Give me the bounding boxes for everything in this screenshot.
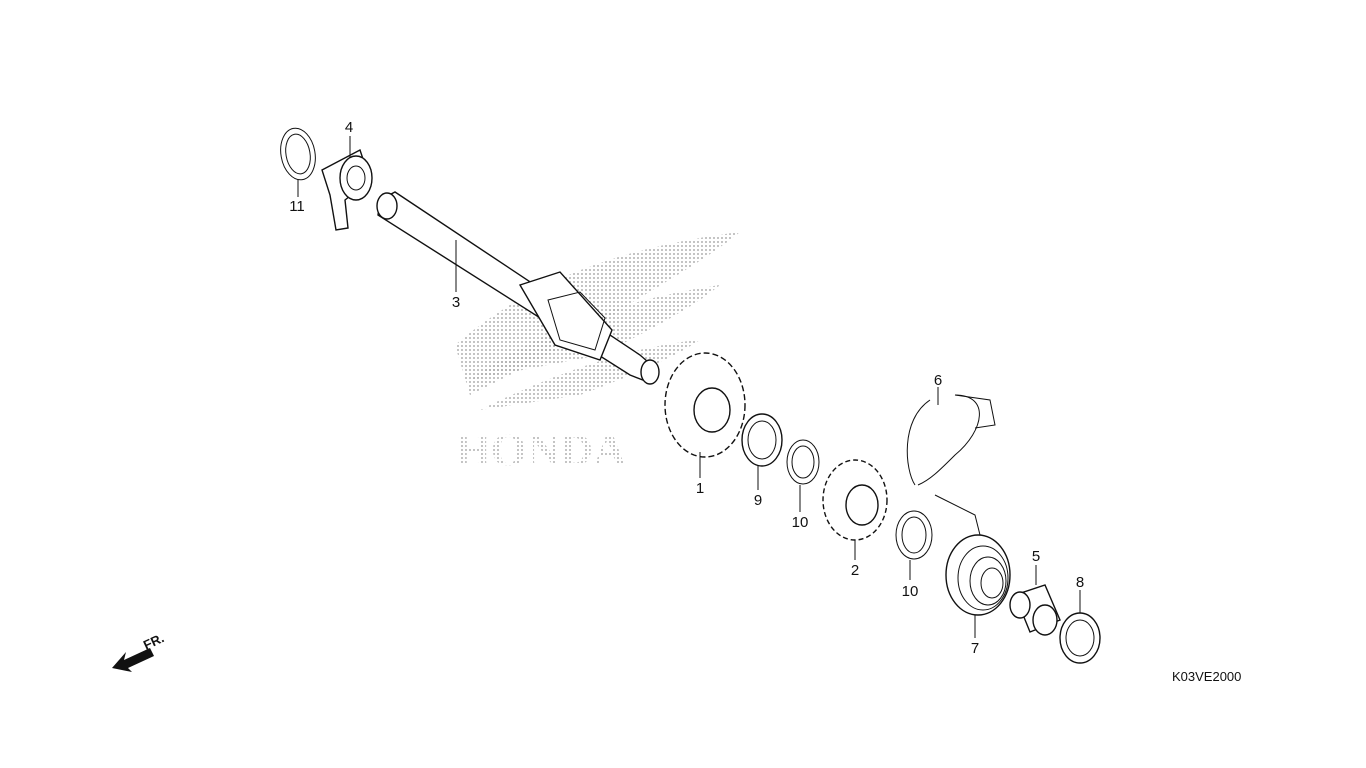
callout-10a: 10 — [792, 514, 809, 531]
callout-7: 7 — [971, 640, 979, 657]
washer-8 — [1059, 612, 1101, 664]
diagram-code: K03VE2000 — [1172, 669, 1241, 684]
callout-numbers: 1 2 3 4 5 6 7 8 9 10 10 11 — [289, 119, 1084, 657]
callout-4: 4 — [345, 119, 353, 136]
callout-8: 8 — [1076, 574, 1084, 591]
washer-9 — [741, 413, 783, 467]
callout-11: 11 — [289, 198, 305, 215]
callout-2: 2 — [851, 562, 859, 579]
front-label: FR. — [141, 630, 166, 652]
honda-watermark-text: HONDA — [455, 424, 626, 475]
callout-6: 6 — [934, 372, 942, 389]
front-arrow-icon — [112, 648, 154, 672]
circlip-11 — [280, 127, 316, 181]
collar-5 — [1009, 584, 1061, 636]
starter-gear-1 — [664, 352, 746, 458]
circlip-10a — [786, 439, 820, 485]
front-direction-indicator: FR. — [112, 630, 166, 672]
leader-lines — [297, 136, 1081, 638]
callout-5: 5 — [1032, 548, 1040, 565]
callout-10b: 10 — [902, 583, 919, 600]
kick-spring-7 — [934, 494, 1011, 616]
kick-arm-4 — [321, 148, 373, 231]
callout-1: 1 — [696, 480, 704, 497]
callout-9: 9 — [754, 492, 762, 509]
starter-spindle-3 — [376, 191, 660, 385]
callout-3: 3 — [452, 294, 460, 311]
circlip-10b — [895, 510, 933, 560]
ratchet-2 — [822, 459, 888, 541]
spring-clip-6 — [906, 394, 996, 486]
